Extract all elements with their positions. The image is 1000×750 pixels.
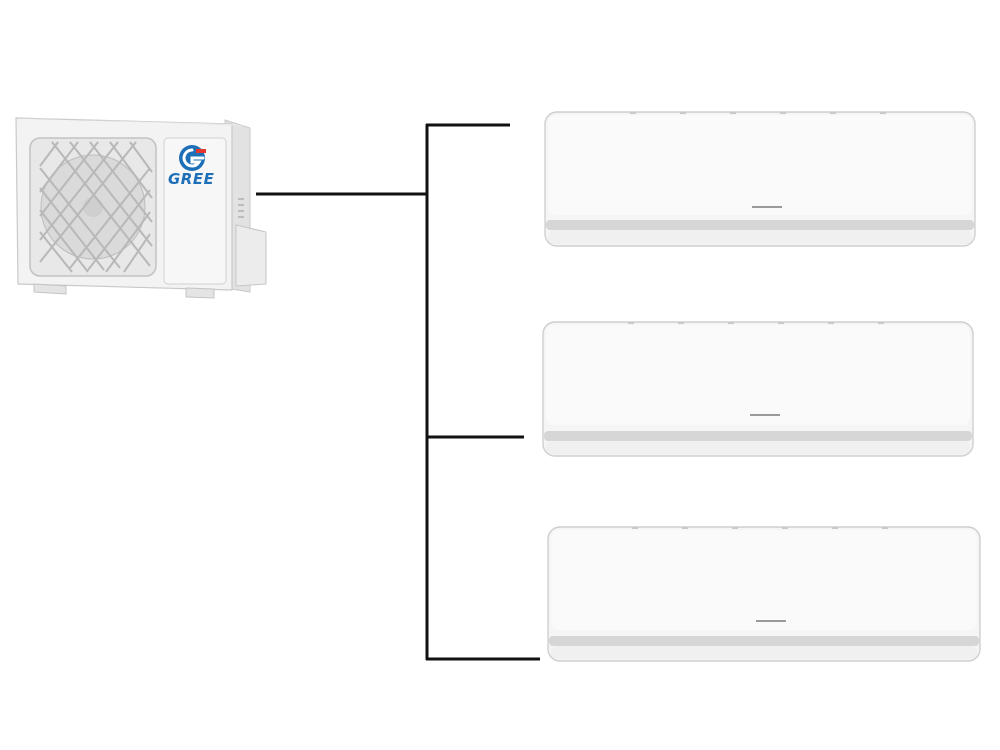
indoor-unit-3 — [547, 526, 981, 662]
display-indicator-icon — [752, 206, 782, 208]
gree-logo-icon — [179, 145, 206, 171]
refrigerant-connector-lines — [256, 123, 540, 661]
display-indicator-icon — [750, 414, 780, 416]
indoor-unit-1 — [544, 111, 976, 247]
outdoor-unit: GREE — [15, 117, 267, 299]
display-indicator-icon — [756, 620, 786, 622]
fan-grille-icon — [29, 137, 157, 277]
brand-label: GREE — [168, 170, 215, 188]
indoor-unit-2 — [542, 321, 974, 457]
